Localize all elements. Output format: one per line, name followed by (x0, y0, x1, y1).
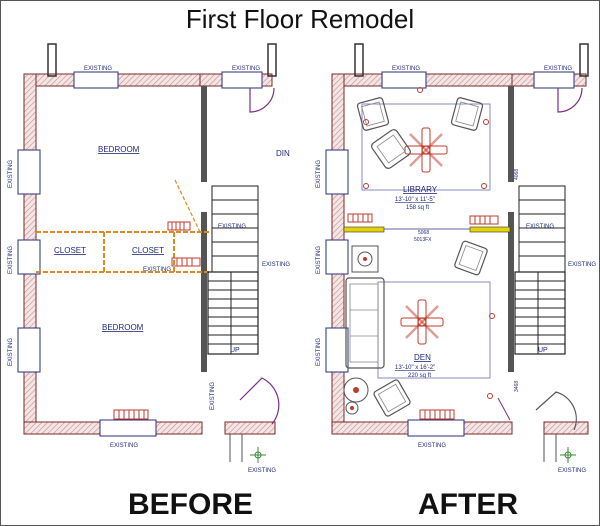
after-existing-stair: EXISTING (526, 224, 554, 230)
before-existing-top-2: EXISTING (232, 66, 260, 72)
after-plan (325, 43, 589, 463)
after-existing-left-2: EXISTING (316, 246, 322, 274)
after-library-dims: 13'-10" x 11'-5" (395, 197, 435, 203)
after-den-dims: 13'-10" x 16'-2" (395, 365, 435, 371)
before-bottom-wall-right (224, 421, 276, 435)
after-existing-entry: EXISTING (558, 468, 586, 474)
before-existing-top-1: EXISTING (84, 66, 112, 72)
after-existing-left-3: EXISTING (316, 338, 322, 366)
after-den-rug (377, 281, 491, 379)
before-door-bottom (239, 377, 280, 425)
after-den-sofa (345, 277, 385, 369)
before-window-bottom (99, 419, 157, 437)
after-code-side-top: 4068 (514, 169, 520, 180)
after-window-left-1 (325, 149, 349, 195)
after-den-side-table (351, 245, 379, 273)
after-den-area: 220 sq ft (408, 373, 431, 379)
before-existing-entry: EXISTING (248, 468, 276, 474)
before-window-left-2 (17, 239, 41, 275)
before-existing-vertical: EXISTING (210, 382, 216, 410)
before-radiator-1 (167, 221, 191, 231)
after-chimney-right (579, 43, 589, 77)
before-existing-stair: EXISTING (218, 224, 246, 230)
after-beam-left (343, 226, 385, 233)
after-interior-wall-upper (508, 86, 514, 182)
after-code-side-bottom: 3468 (514, 381, 520, 392)
after-window-top-2 (533, 71, 575, 89)
after-outlets (363, 87, 495, 399)
before-existing-right: EXISTING (262, 262, 290, 268)
after-chimney (354, 43, 364, 77)
before-closet-right-label: CLOSET (132, 246, 164, 255)
before-radiator-2 (113, 409, 149, 420)
before-door-swing (174, 179, 201, 233)
after-beam-right (469, 226, 511, 233)
before-stairs (207, 185, 259, 355)
before-closet-left-label: CLOSET (54, 246, 86, 255)
after-library-chair-left (356, 97, 390, 131)
after-radiator-1 (469, 215, 499, 225)
before-radiator-3 (171, 257, 201, 267)
after-library-label: LIBRARY (403, 185, 438, 194)
after-opening-code-bottom: 5013FX (414, 237, 432, 243)
after-caption: AFTER (418, 488, 518, 521)
after-compass (560, 447, 576, 463)
before-existing-left-3: EXISTING (8, 338, 14, 366)
after-window-top-1 (381, 71, 427, 89)
before-interior-wall-lower (201, 212, 207, 372)
before-window-left-3 (17, 327, 41, 373)
after-den-label: DEN (414, 353, 431, 362)
before-existing-closet: EXISTING (143, 267, 171, 273)
before-door-top (249, 87, 275, 113)
before-window-left-1 (17, 149, 41, 195)
before-chimney-right (267, 43, 277, 77)
after-library-chair-right (450, 97, 484, 131)
before-window-top-2 (221, 71, 263, 89)
before-plan (17, 43, 280, 463)
after-stairs (514, 185, 566, 355)
after-library-fan (404, 127, 448, 173)
before-existing-bottom: EXISTING (110, 443, 138, 449)
after-den-round-table (343, 377, 369, 415)
after-up-label: UP (538, 347, 548, 354)
after-den-chair-top (454, 240, 488, 276)
before-compass (250, 447, 266, 463)
after-existing-left-1: EXISTING (316, 160, 322, 188)
before-existing-left-1: EXISTING (8, 160, 14, 188)
after-existing-right: EXISTING (568, 262, 596, 268)
after-radiator-2 (419, 409, 455, 420)
after-interior-wall-lower (508, 212, 514, 372)
after-library-chair-center (371, 129, 411, 169)
before-chimney (47, 43, 57, 77)
after-den-chair-bottom (373, 379, 411, 417)
after-den-fan (400, 299, 444, 345)
after-window-left-3 (325, 327, 349, 373)
before-bedroom-top-label: BEDROOM (98, 145, 140, 154)
after-library-rug (361, 103, 491, 191)
after-bottom-wall-right (543, 421, 589, 435)
after-door-swing-den (497, 397, 511, 421)
after-library-area: 158 sq ft (406, 205, 429, 211)
after-existing-top-1: EXISTING (392, 66, 420, 72)
after-existing-bottom: EXISTING (418, 443, 446, 449)
page-title: First Floor Remodel (185, 4, 415, 34)
after-door-bottom (535, 391, 577, 431)
before-existing-left-2: EXISTING (8, 246, 14, 274)
before-interior-wall-upper (201, 86, 207, 182)
after-radiator-3 (347, 213, 373, 223)
before-bedroom-bottom-label: BEDROOM (102, 323, 144, 332)
after-window-bottom (407, 419, 465, 437)
after-opening-code-top: 5068 (418, 230, 429, 236)
before-din-label: DIN (276, 149, 290, 158)
before-window-top-1 (73, 71, 119, 89)
after-door-top (557, 87, 583, 113)
after-existing-top-2: EXISTING (544, 66, 572, 72)
after-window-left-2 (325, 239, 349, 275)
before-up-label: UP (230, 347, 240, 354)
before-caption: BEFORE (128, 488, 254, 521)
